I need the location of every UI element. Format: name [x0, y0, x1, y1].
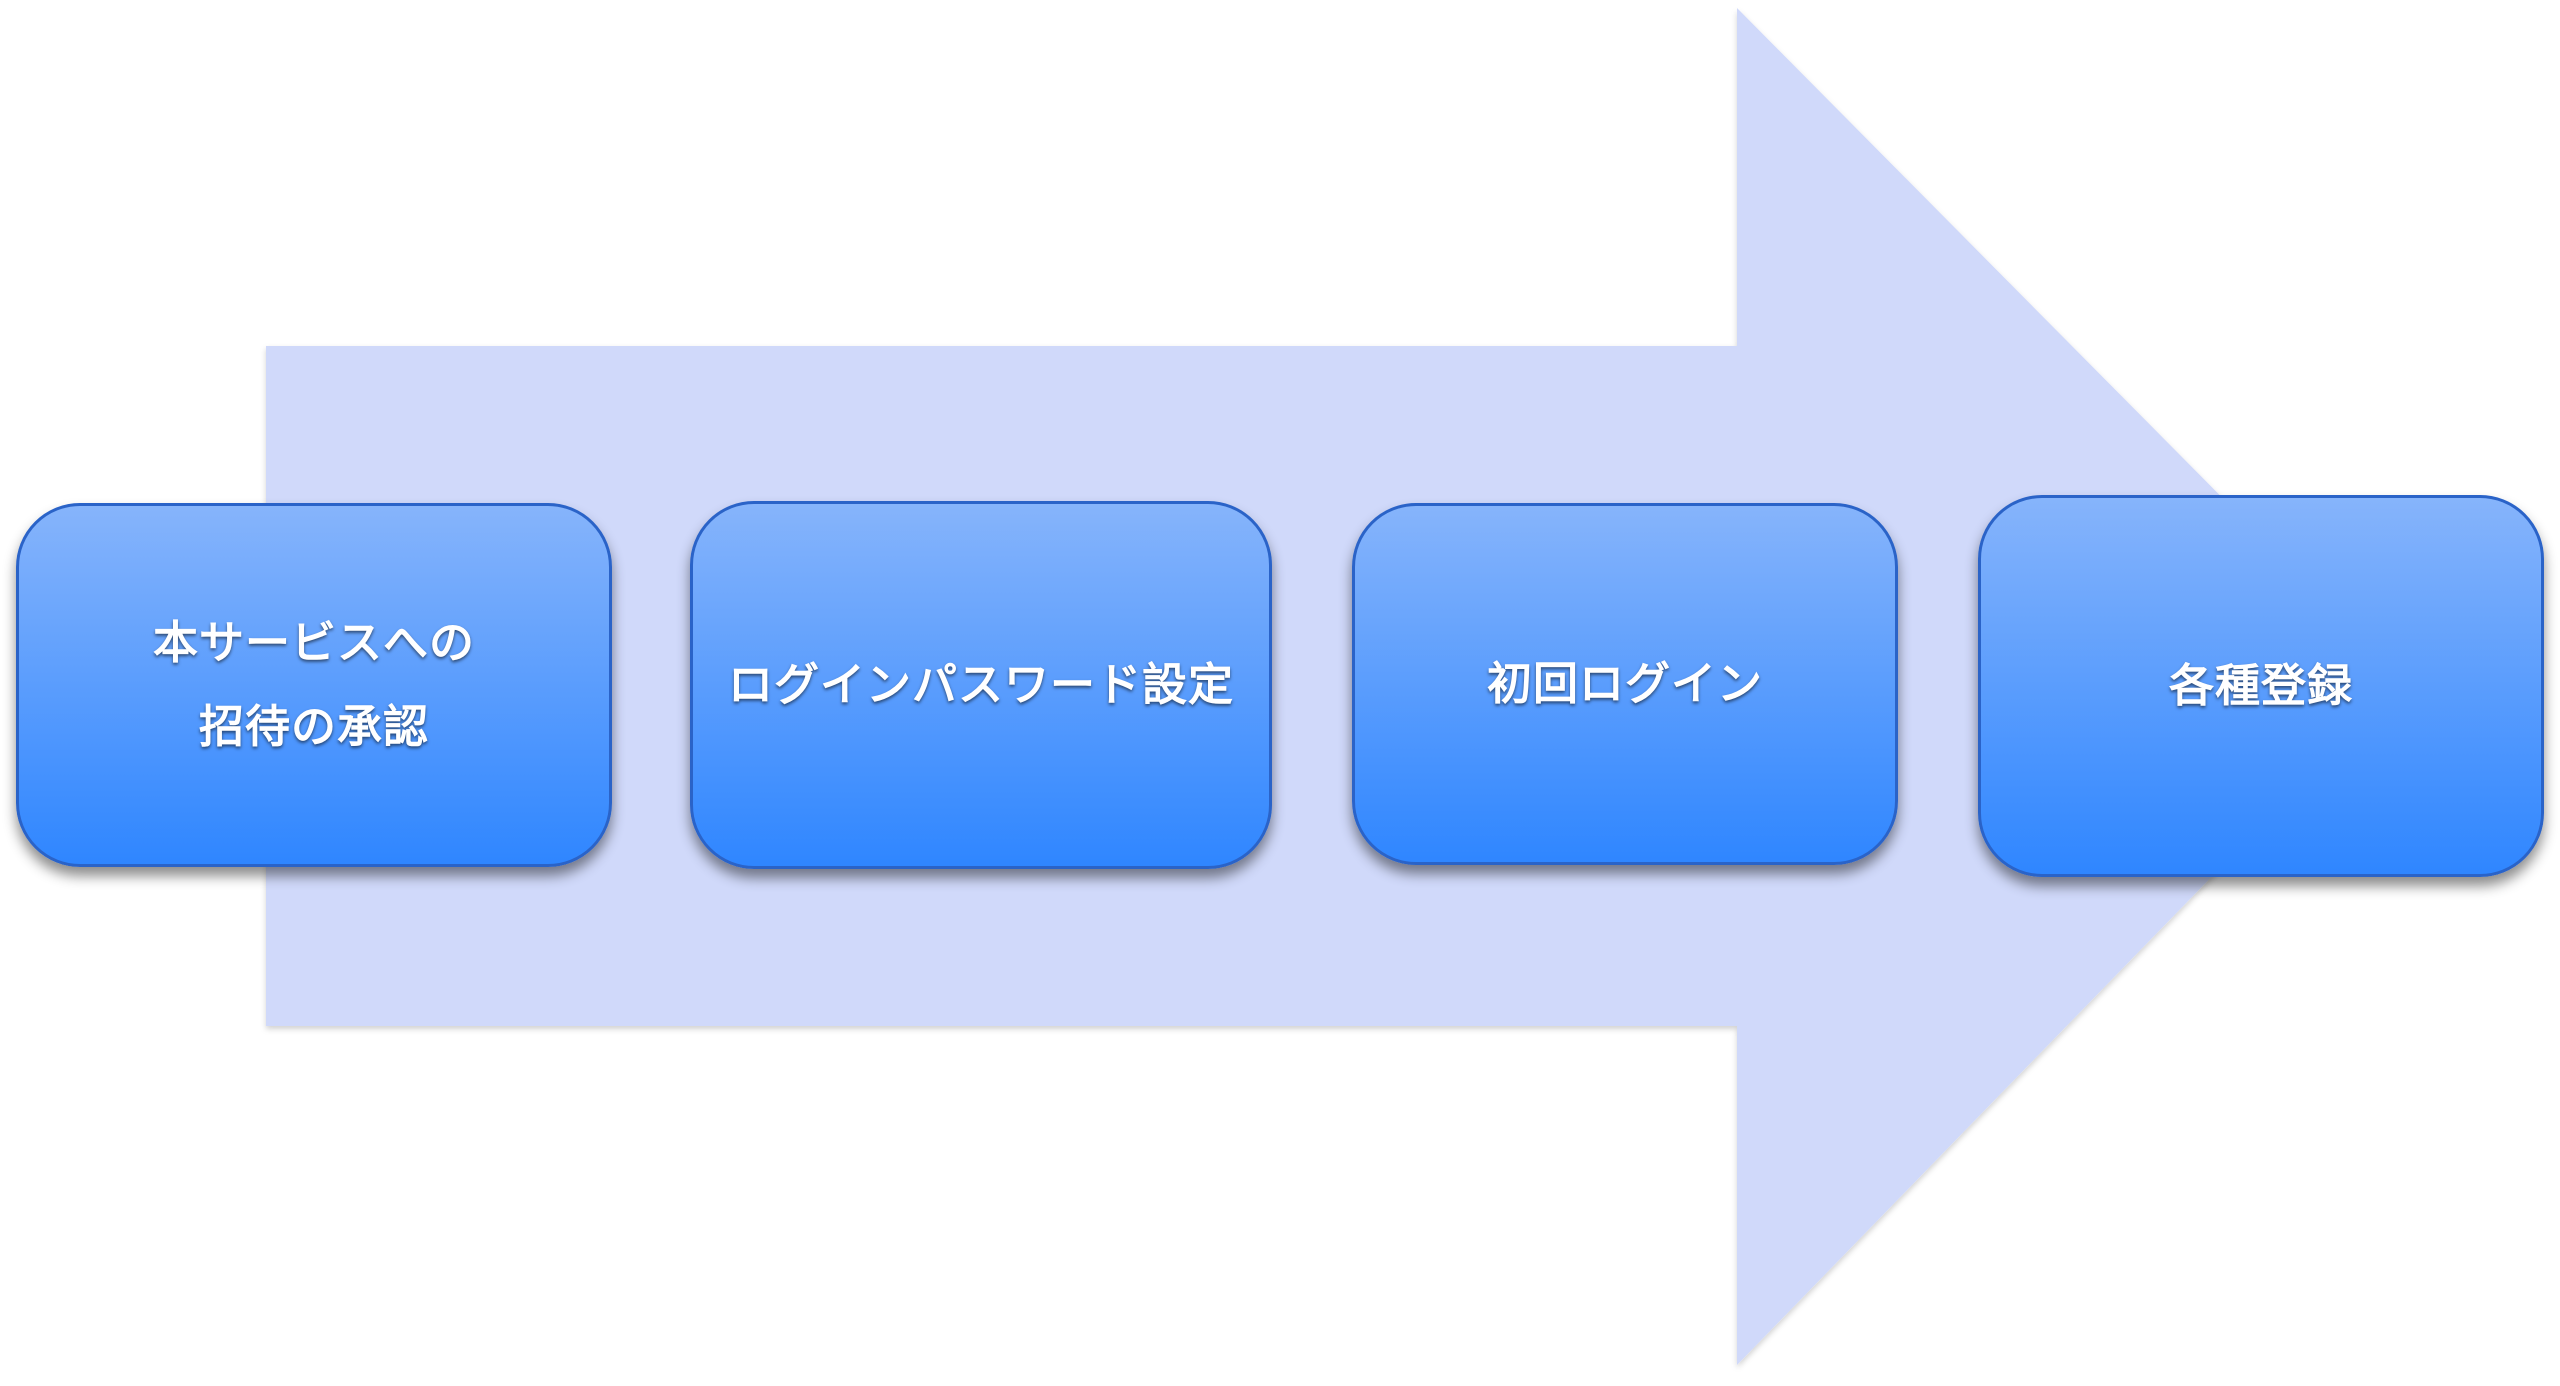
step-box-set-login-password: ログインパスワード設定: [690, 501, 1272, 869]
step-label: 本サービスへの 招待の承認: [152, 616, 475, 753]
arrow-shape: [266, 8, 2403, 1365]
step-label: 各種登録: [2168, 659, 2353, 712]
step-label: 初回ログイン: [1486, 657, 1763, 710]
step-box-registrations: 各種登録: [1978, 495, 2544, 877]
step-box-accept-invitation: 本サービスへの 招待の承認: [16, 503, 612, 867]
step-box-first-login: 初回ログイン: [1352, 503, 1898, 865]
step-label: ログインパスワード設定: [727, 658, 1234, 711]
